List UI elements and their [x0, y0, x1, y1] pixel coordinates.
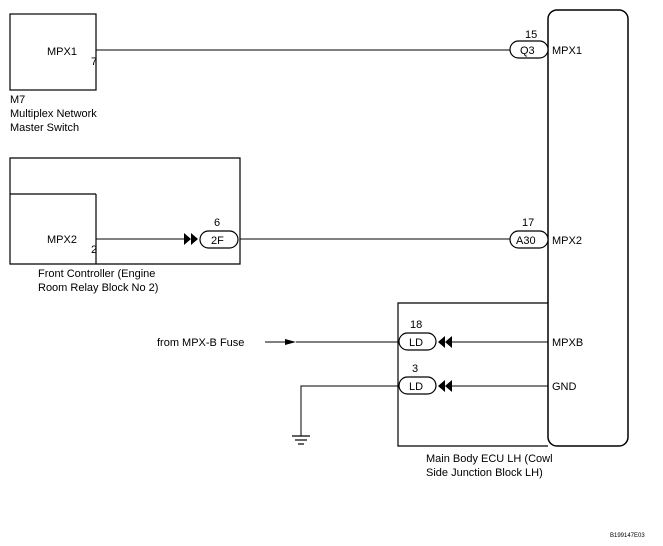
ecu-caption2: Side Junction Block LH) [426, 467, 543, 479]
junction-2f-tag-label: 2F [211, 235, 224, 247]
ecu-lower-box [397, 302, 548, 447]
ground-symbol-icon [292, 435, 310, 445]
ecu-ld18-tag [398, 332, 437, 351]
ecu-ld3-tag-label: LD [409, 381, 423, 393]
ecu-gnd-label: GND [552, 381, 577, 393]
ecu-pin3-number: 3 [412, 363, 418, 375]
ecu-pin15-number: 15 [525, 29, 537, 41]
ecu-caption1: Main Body ECU LH (Cowl [426, 453, 553, 465]
front-controller-outer-box [9, 157, 241, 265]
mpxb-double-arrow-icon [438, 336, 452, 348]
ecu-main-box [547, 9, 629, 447]
junction-2f-tag [199, 230, 239, 249]
ecu-a30-tag [509, 230, 549, 249]
ecu-mpx2-label: MPX2 [552, 235, 582, 247]
front-controller-pin-number: 2 [91, 244, 97, 256]
m7-caption-name2: Master Switch [10, 122, 79, 134]
ecu-q3-tag [509, 40, 549, 59]
ecu-pin17-number: 17 [522, 217, 534, 229]
2f-double-arrow-icon [184, 233, 198, 245]
figure-code: B199147E03 [610, 533, 645, 539]
ecu-a30-tag-label: A30 [516, 235, 536, 247]
m7-caption-code: M7 [10, 94, 25, 106]
ecu-pin18-number: 18 [410, 319, 422, 331]
junction-2f-pin-number: 6 [214, 217, 220, 229]
ecu-mpx1-label: MPX1 [552, 45, 582, 57]
fuse-source-label: from MPX-B Fuse [157, 337, 244, 349]
m7-caption-name1: Multiplex Network [10, 108, 97, 120]
ecu-mpxb-label: MPXB [552, 337, 583, 349]
ground-wire [300, 385, 399, 436]
front-controller-caption2: Room Relay Block No 2) [38, 282, 158, 294]
ecu-ld18-tag-label: LD [409, 337, 423, 349]
front-controller-caption1: Front Controller (Engine [38, 268, 155, 280]
m7-switch-box [9, 13, 97, 91]
gnd-double-arrow-icon [438, 380, 452, 392]
m7-connector-label: MPX1 [47, 46, 77, 58]
fuse-arrow-icon [285, 339, 296, 345]
ecu-q3-tag-label: Q3 [520, 45, 535, 57]
front-controller-connector-label: MPX2 [47, 234, 77, 246]
m7-pin-number: 7 [91, 56, 97, 68]
